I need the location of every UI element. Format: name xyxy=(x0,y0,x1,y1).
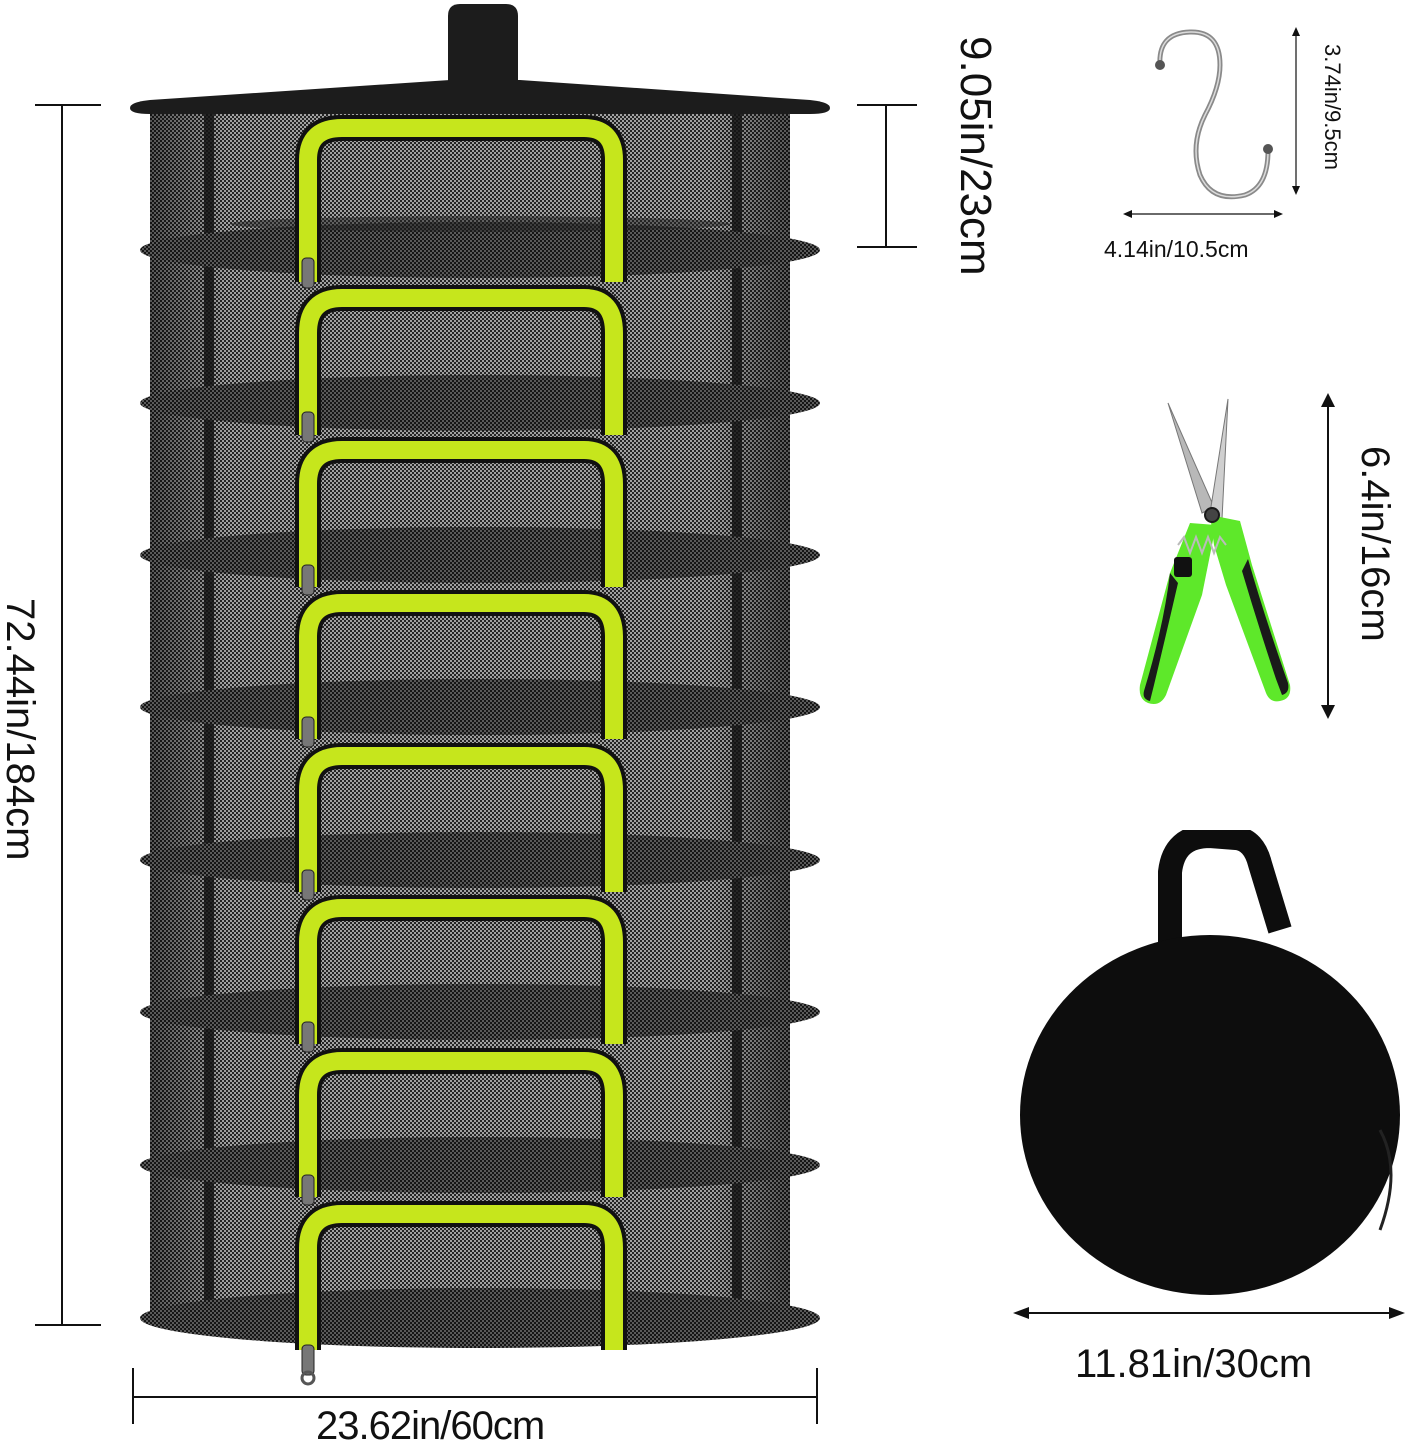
tier-1 xyxy=(140,115,820,289)
drying-rack xyxy=(120,0,840,1390)
hook-width-label: 4.14in/10.5cm xyxy=(1104,236,1249,262)
tier-3 xyxy=(140,437,820,596)
shears-icon xyxy=(1130,395,1300,715)
storage-bag-icon xyxy=(1010,830,1405,1300)
tier-8 xyxy=(140,1201,820,1386)
drying-rack-illustration xyxy=(130,4,830,1386)
hook-height-label: 3.74in/9.5cm xyxy=(1320,44,1345,170)
rack-height-label: 72.44in/184cm xyxy=(0,598,42,861)
hook-height-arrow xyxy=(1290,27,1302,195)
tier-2 xyxy=(140,285,820,443)
s-hook-icon xyxy=(1150,25,1290,205)
tier-height-label: 9.05in/23cm xyxy=(951,36,1000,276)
bag-diameter-label: 11.81in/30cm xyxy=(1075,1342,1313,1386)
rack-diameter-dimension-line xyxy=(132,1368,818,1424)
tier-height-dimension-line xyxy=(857,104,917,248)
shears-length-arrow xyxy=(1320,393,1336,719)
rack-height-dimension-line xyxy=(35,104,101,1326)
tier-7 xyxy=(140,1048,820,1206)
tier-4 xyxy=(140,590,820,748)
rack-diameter-label: 23.62in/60cm xyxy=(316,1404,545,1448)
top-cover xyxy=(130,4,830,114)
tier-6 xyxy=(140,895,820,1053)
tier-5 xyxy=(140,743,820,901)
hook-width-arrow xyxy=(1123,208,1283,220)
shears-length-label: 6.4in/16cm xyxy=(1353,446,1397,642)
bag-diameter-arrow xyxy=(1013,1306,1405,1320)
